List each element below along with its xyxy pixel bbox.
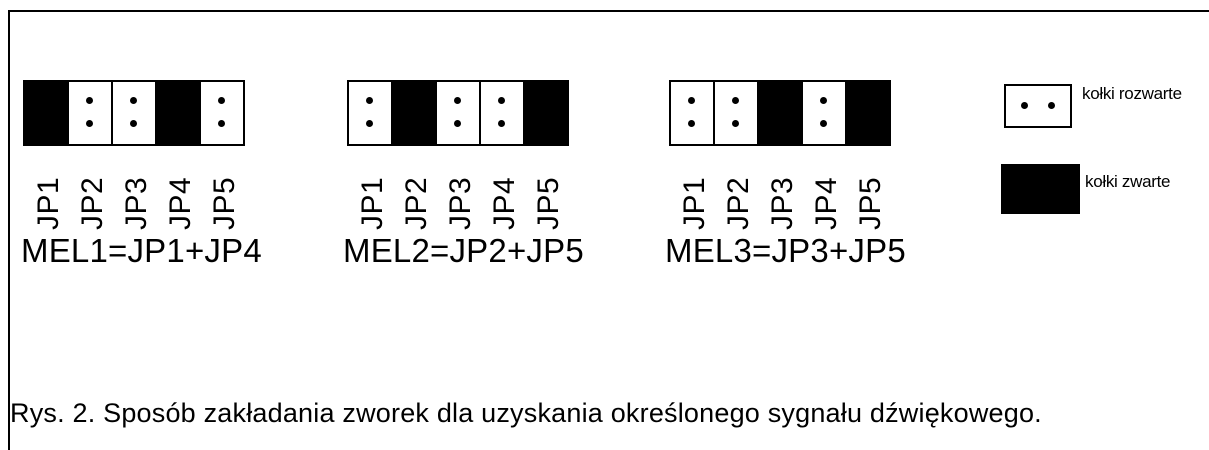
jumper-label-jp4: JP4 xyxy=(488,176,521,230)
pin-icon xyxy=(820,97,827,104)
legend-closed-jumper-swatch xyxy=(1001,164,1080,214)
jumper-jp3-open xyxy=(435,80,481,146)
pin-icon xyxy=(820,120,827,127)
jumper-labels: JP1 JP2 JP3 JP4 JP5 xyxy=(23,160,263,230)
pin-icon xyxy=(1048,102,1055,109)
jumper-labels: JP1 JP2 JP3 JP4 JP5 xyxy=(669,160,909,230)
jumper-jp1-closed xyxy=(23,80,69,146)
jumper-jp5-closed xyxy=(845,80,891,146)
pin-icon xyxy=(366,97,373,104)
pin-icon xyxy=(130,120,137,127)
pin-icon xyxy=(86,97,93,104)
jumper-labels: JP1 JP2 JP3 JP4 JP5 xyxy=(347,160,587,230)
jumper-label-jp2: JP2 xyxy=(76,176,109,230)
pin-icon xyxy=(454,120,461,127)
jumper-jp5-closed xyxy=(523,80,569,146)
pin-icon xyxy=(498,120,505,127)
legend-closed-label: kołki zwarte xyxy=(1085,172,1171,191)
pin-icon xyxy=(732,120,739,127)
figure-caption: Rys. 2. Sposób zakładania zworek dla uzy… xyxy=(10,398,1042,428)
jumper-label-jp3: JP3 xyxy=(766,176,799,230)
jumper-label-jp1: JP1 xyxy=(678,176,711,230)
jumper-label-jp3: JP3 xyxy=(120,176,153,230)
jumper-jp5-open xyxy=(199,80,245,146)
jumper-label-jp4: JP4 xyxy=(810,176,843,230)
jumper-jp2-open xyxy=(713,80,759,146)
legend-open-jumper-swatch xyxy=(1004,84,1072,128)
jumper-jp2-open xyxy=(67,80,113,146)
jumper-jp1-open xyxy=(347,80,393,146)
jumper-jp4-open xyxy=(479,80,525,146)
jumper-label-jp1: JP1 xyxy=(356,176,389,230)
pin-icon xyxy=(130,97,137,104)
jumper-jp4-open xyxy=(801,80,847,146)
melody-formula: MEL2=JP2+JP5 xyxy=(343,232,584,269)
jumper-label-jp5: JP5 xyxy=(208,176,241,230)
jumper-jp3-open xyxy=(111,80,157,146)
jumper-label-jp2: JP2 xyxy=(722,176,755,230)
jumper-label-jp5: JP5 xyxy=(532,176,565,230)
jumper-label-jp4: JP4 xyxy=(164,176,197,230)
pin-icon xyxy=(86,120,93,127)
pin-icon xyxy=(688,97,695,104)
pin-icon xyxy=(1021,102,1028,109)
jumper-row xyxy=(347,80,569,146)
jumper-jp4-closed xyxy=(155,80,201,146)
jumper-row xyxy=(669,80,891,146)
jumper-label-jp2: JP2 xyxy=(400,176,433,230)
pin-icon xyxy=(454,97,461,104)
melody-formula: MEL1=JP1+JP4 xyxy=(21,232,262,269)
pin-icon xyxy=(732,97,739,104)
pin-icon xyxy=(498,97,505,104)
jumper-jp1-open xyxy=(669,80,715,146)
jumper-label-jp3: JP3 xyxy=(444,176,477,230)
pin-icon xyxy=(218,97,225,104)
figure-frame xyxy=(8,10,1209,450)
pin-icon xyxy=(366,120,373,127)
pin-icon xyxy=(218,120,225,127)
jumper-label-jp5: JP5 xyxy=(854,176,887,230)
melody-formula: MEL3=JP3+JP5 xyxy=(665,232,906,269)
jumper-jp3-closed xyxy=(757,80,803,146)
jumper-row xyxy=(23,80,245,146)
pin-icon xyxy=(688,120,695,127)
jumper-label-jp1: JP1 xyxy=(32,176,65,230)
legend-open-label: kołki rozwarte xyxy=(1082,84,1182,103)
jumper-jp2-closed xyxy=(391,80,437,146)
